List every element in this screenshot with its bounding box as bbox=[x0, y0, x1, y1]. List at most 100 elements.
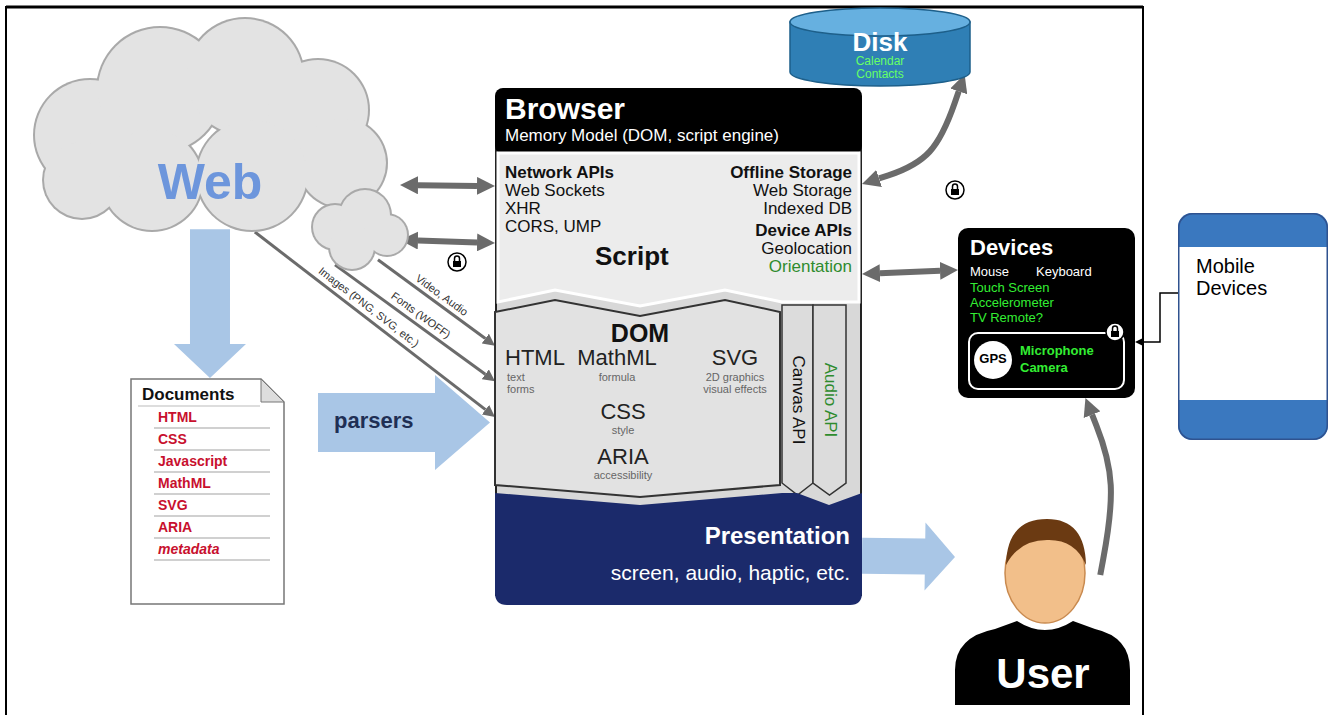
dom-region-text: accessibility bbox=[594, 469, 653, 481]
sensor-outline bbox=[969, 333, 1124, 389]
gps-circle: GPS bbox=[973, 340, 1013, 380]
connector-arrow bbox=[1144, 293, 1178, 342]
presentation-band: Presentation screen, audio, haptic, etc. bbox=[495, 493, 862, 605]
devices-box-text: Keyboard bbox=[1036, 265, 1092, 279]
web-cloud-text: Web bbox=[158, 155, 263, 210]
parsers-arrow-shape bbox=[318, 375, 490, 470]
script-region-text: Geolocation bbox=[761, 240, 852, 259]
page-fold bbox=[261, 379, 284, 402]
script-region: Network APIsWeb SocketsXHRCORS, UMP Offli… bbox=[495, 150, 862, 305]
dom-region: DOMHTMLtext formsMathMLformulaSVG2D grap… bbox=[495, 300, 780, 495]
documents-page-text: HTML bbox=[158, 410, 197, 425]
script-region-text: Offline Storage bbox=[730, 164, 852, 183]
browser-box-text: Browser bbox=[505, 92, 625, 125]
script-region-text: Web Sockets bbox=[505, 182, 605, 201]
user-hair bbox=[1006, 519, 1086, 565]
lock-icon bbox=[448, 253, 466, 271]
documents-page-text: Documents bbox=[142, 386, 235, 405]
disk-cylinder-text: Calendar bbox=[856, 55, 905, 68]
presentation-band-text: screen, audio, haptic, etc. bbox=[611, 561, 850, 584]
row-rule bbox=[154, 449, 270, 451]
devices-box-text: Mouse bbox=[970, 265, 1009, 279]
browser-header bbox=[495, 88, 862, 154]
mobile-devices-box-shape bbox=[1178, 213, 1328, 440]
mobile-devices-box: Mobile Devices bbox=[1178, 213, 1328, 440]
devices-box-text: Touch Screen bbox=[970, 281, 1050, 295]
dom-region-text: CSS bbox=[600, 400, 645, 424]
script-region-text: Web Storage bbox=[753, 182, 852, 201]
row-rule bbox=[154, 515, 270, 517]
dom-region-text: ARIA bbox=[597, 445, 648, 469]
script-region-text: Script bbox=[595, 242, 669, 271]
browser-box: BrowserMemory Model (DOM, script engine)… bbox=[495, 88, 862, 605]
small-cloud bbox=[311, 188, 409, 271]
script-region-text: Indexed DB bbox=[763, 200, 852, 219]
script-region-text: XHR bbox=[505, 200, 541, 219]
documents-page-text: MathML bbox=[158, 476, 211, 491]
dom-region-text: style bbox=[612, 424, 635, 436]
connector-arrow bbox=[335, 265, 485, 374]
user-figure-text: User bbox=[996, 651, 1089, 697]
gps-disc bbox=[974, 341, 1012, 379]
documents-page-text: Javascript bbox=[158, 454, 227, 469]
row-rule bbox=[154, 559, 270, 561]
connector-arrow bbox=[879, 91, 959, 178]
connector-arrow bbox=[418, 182, 477, 189]
presentation-band-text: Presentation bbox=[705, 523, 850, 549]
secure-sensor-group-text: Camera bbox=[1020, 361, 1068, 375]
documents-page-text: CSS bbox=[158, 432, 187, 447]
parsers-arrow-text: parsers bbox=[334, 409, 414, 433]
dom-region-text: DOM bbox=[611, 320, 669, 348]
header-rule bbox=[138, 406, 260, 407]
devices-panel bbox=[958, 228, 1135, 398]
frame-top bbox=[6, 6, 1143, 9]
audio-api-strip: Audio API bbox=[813, 305, 846, 495]
row-rule bbox=[154, 537, 270, 539]
devices-box: DevicesMouseKeyboardTouch ScreenAccelero… bbox=[958, 228, 1135, 398]
gps-circle-text: GPS bbox=[979, 352, 1006, 366]
browser-box-text: Memory Model (DOM, script engine) bbox=[505, 127, 779, 146]
canvas-api-strip: Canvas API bbox=[782, 305, 813, 495]
disk-cylinder-text: Contacts bbox=[856, 68, 903, 81]
lock-icon bbox=[946, 181, 964, 199]
devices-box-text: Accelerometer bbox=[970, 296, 1054, 310]
canvas-api-strip-text: Canvas API bbox=[788, 356, 807, 445]
secure-sensor-group: MicrophoneCamera GPS bbox=[968, 332, 1125, 390]
secure-sensor-group-text: Microphone bbox=[1020, 344, 1094, 358]
user-figure: User bbox=[955, 505, 1130, 705]
web-cloud: Web bbox=[20, 15, 400, 270]
dom-panel bbox=[495, 300, 780, 497]
mobile-devices-box-text: Mobile Devices bbox=[1196, 255, 1314, 299]
documents-page: DocumentsHTML CSS JavascriptMathML SVG ARIA m… bbox=[130, 378, 285, 605]
lock-icon bbox=[1106, 323, 1124, 341]
documents-page-shape bbox=[130, 378, 285, 605]
documents-page-text: ARIA bbox=[158, 520, 192, 535]
documents-page-text: SVG bbox=[158, 498, 188, 513]
script-panel bbox=[498, 153, 859, 306]
dom-region-text: HTML bbox=[505, 346, 565, 370]
connector-arrow bbox=[880, 271, 940, 274]
dom-region-text: 2D graphics visual effects bbox=[697, 371, 773, 395]
dom-region-text: MathML bbox=[577, 346, 656, 370]
row-rule bbox=[154, 471, 270, 473]
row-rule bbox=[154, 427, 270, 429]
audio-api-strip-text: Audio API bbox=[820, 363, 839, 438]
phone-outline bbox=[1179, 214, 1328, 440]
strip-shape bbox=[782, 305, 813, 495]
web-cloud-shape bbox=[20, 15, 400, 270]
dom-region-text: text forms bbox=[507, 371, 541, 395]
presentation-shape bbox=[495, 493, 862, 605]
script-region-text: Orientation bbox=[769, 258, 852, 277]
user-body bbox=[955, 621, 1130, 705]
connector-arrow bbox=[1092, 415, 1111, 575]
documents-page-text: metadata bbox=[158, 542, 219, 557]
script-region-text: CORS, UMP bbox=[505, 218, 601, 237]
script-region-text: Network APIs bbox=[505, 164, 614, 183]
disk-cylinder-text: Disk bbox=[853, 28, 908, 57]
parsers-arrow: parsers bbox=[318, 375, 490, 470]
devices-box-text: TV Remote? bbox=[970, 311, 1043, 325]
strip-shape bbox=[813, 305, 846, 495]
dom-region-text: SVG bbox=[712, 346, 758, 370]
outer-frame bbox=[6, 7, 1143, 715]
block-arrow bbox=[862, 523, 955, 591]
